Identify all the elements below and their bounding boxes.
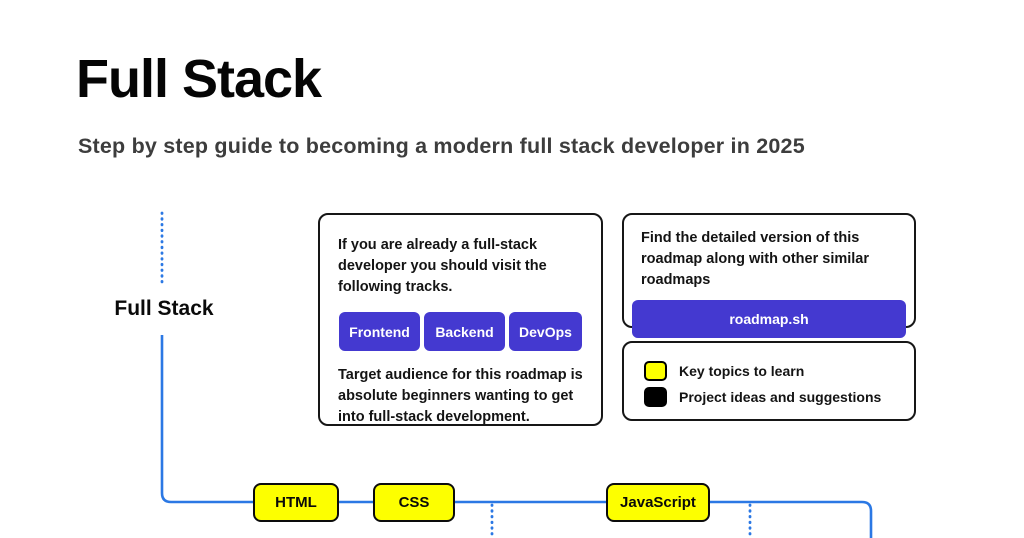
roadmap-sh-button[interactable]: roadmap.sh — [632, 300, 906, 338]
page-title: Full Stack — [76, 49, 322, 109]
legend-label: Key topics to learn — [679, 363, 805, 379]
detail-version-box: Find the detailed version of this roadma… — [622, 213, 916, 338]
node-css[interactable]: CSS — [373, 483, 455, 522]
detail-version-text: Find the detailed version of this roadma… — [641, 230, 870, 288]
audience-text: Target audience for this roadmap is abso… — [338, 367, 583, 425]
page-subtitle: Step by step guide to becoming a modern … — [78, 134, 805, 158]
node-html[interactable]: HTML — [253, 483, 339, 522]
devops-track-button[interactable]: DevOps — [509, 312, 582, 351]
legend-label: Project ideas and suggestions — [679, 389, 882, 405]
tracks-intro-text: If you are already a full-stack develope… — [338, 237, 547, 295]
key-topics-swatch — [644, 361, 667, 381]
node-javascript[interactable]: JavaScript — [606, 483, 710, 522]
legend-box: Key topics to learn Project ideas and su… — [622, 341, 916, 421]
legend-row-project-ideas: Project ideas and suggestions — [644, 387, 914, 407]
track-buttons-row: Frontend Backend DevOps — [339, 312, 585, 351]
legend-row-key-topics: Key topics to learn — [644, 361, 914, 381]
backend-track-button[interactable]: Backend — [424, 312, 505, 351]
frontend-track-button[interactable]: Frontend — [339, 312, 420, 351]
roadmap-root-label: Full Stack — [114, 297, 214, 320]
project-ideas-swatch — [644, 387, 667, 407]
tracks-info-box: If you are already a full-stack develope… — [318, 213, 603, 426]
